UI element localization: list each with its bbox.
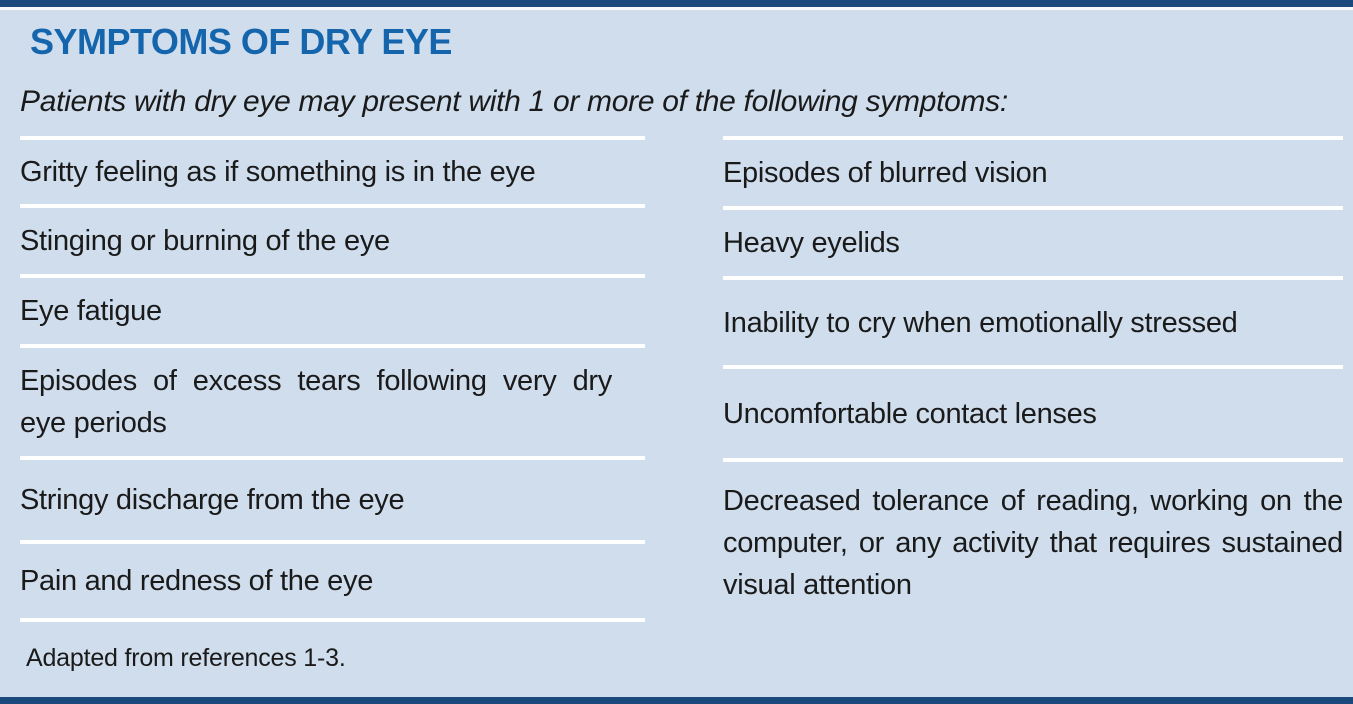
- symptom-text: Heavy eyelids: [723, 227, 900, 260]
- symptom-item: Gritty feeling as if something is in the…: [20, 140, 645, 209]
- footnote: Adapted from references 1-3.: [26, 644, 346, 673]
- symptom-text: Stinging or burning of the eye: [20, 225, 390, 258]
- symptom-text: Pain and redness of the eye: [20, 565, 374, 598]
- symptom-columns: Gritty feeling as if something is in the…: [20, 136, 1353, 623]
- symptom-item: Uncomfortable contact lenses: [723, 369, 1343, 463]
- page-title: SYMPTOMS OF DRY EYE: [30, 21, 452, 62]
- symptom-item: Episodes of blurred vision: [723, 140, 1343, 211]
- symptom-item: Eye fatigue: [20, 278, 645, 349]
- symptom-text: Stringy discharge from the eye: [20, 484, 405, 517]
- symptom-text: Decreased tolerance of reading, working …: [723, 485, 1343, 602]
- symptom-column-left: Gritty feeling as if something is in the…: [20, 136, 645, 623]
- symptom-item: Stringy discharge from the eye: [20, 460, 645, 545]
- symptom-item: Pain and redness of the eye: [20, 544, 645, 623]
- symptom-item: Episodes of excess tears following very …: [20, 348, 645, 461]
- symptom-text: Episodes of excess tears following very …: [20, 365, 612, 440]
- symptom-item: Stinging or burning of the eye: [20, 208, 645, 279]
- symptom-column-right: Episodes of blurred vision Heavy eyelids…: [723, 136, 1343, 606]
- symptom-item: Decreased tolerance of reading, working …: [723, 462, 1343, 606]
- symptom-text: Eye fatigue: [20, 295, 162, 328]
- top-accent-bar: [0, 0, 1353, 10]
- symptom-text: Inability to cry when emotionally stress…: [723, 306, 1238, 339]
- symptom-text: Gritty feeling as if something is in the…: [20, 156, 536, 189]
- symptom-text: Uncomfortable contact lenses: [723, 397, 1097, 430]
- symptom-item: Inability to cry when emotionally stress…: [723, 280, 1343, 370]
- symptom-item: Heavy eyelids: [723, 210, 1343, 281]
- symptom-text: Episodes of blurred vision: [723, 157, 1048, 190]
- bottom-accent-bar: [0, 697, 1353, 704]
- intro-text: Patients with dry eye may present with 1…: [20, 85, 1008, 119]
